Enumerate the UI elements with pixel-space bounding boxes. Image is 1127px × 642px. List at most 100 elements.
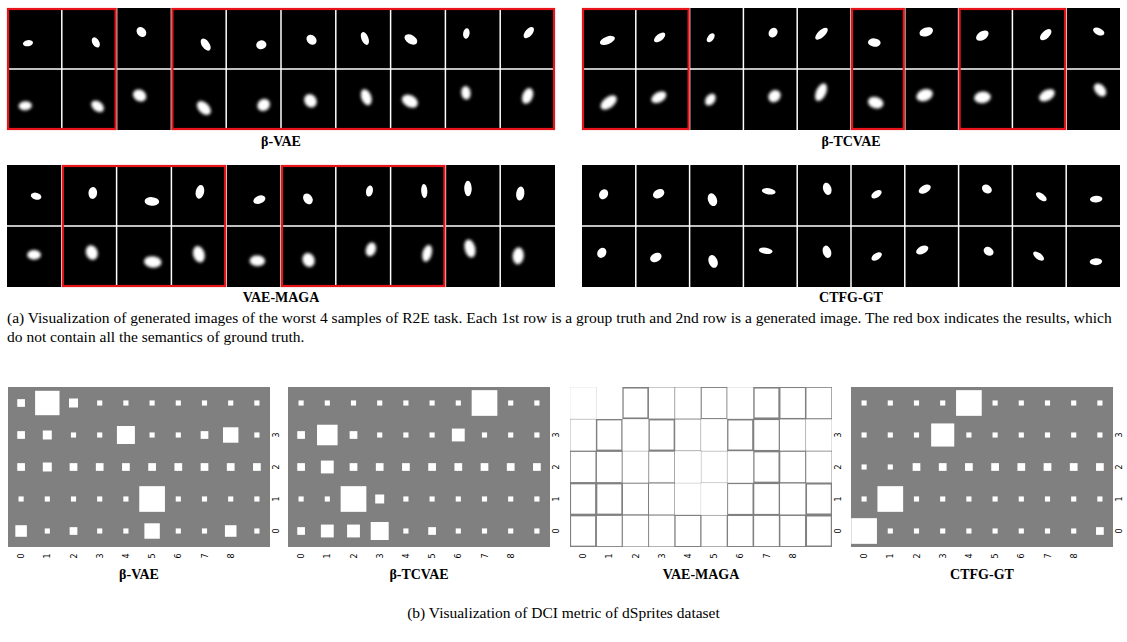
tick-label: 2 bbox=[272, 464, 281, 469]
generated-sprite bbox=[866, 95, 884, 110]
generated-sprite bbox=[460, 86, 471, 101]
panel-label: VAE-MAGA bbox=[243, 290, 320, 306]
hinton-square bbox=[376, 463, 384, 471]
tick-label: 7 bbox=[762, 553, 771, 558]
hinton-square bbox=[253, 463, 261, 471]
hinton-square bbox=[597, 452, 622, 482]
tick-label: 5 bbox=[991, 553, 1000, 558]
red-box bbox=[63, 166, 225, 286]
tick-label: 0 bbox=[834, 528, 843, 533]
hinton-square bbox=[375, 495, 384, 504]
generated-sprite bbox=[400, 92, 421, 111]
tick-label: 0 bbox=[579, 553, 588, 558]
tick-label: 0 bbox=[17, 553, 26, 558]
hinton-square bbox=[702, 388, 727, 418]
sprite bbox=[917, 183, 932, 196]
tick-label: 0 bbox=[860, 553, 869, 558]
tick-label: 7 bbox=[200, 553, 209, 558]
tick-label: 7 bbox=[480, 553, 489, 558]
hinton-square bbox=[956, 390, 982, 416]
hinton-square bbox=[403, 528, 408, 533]
hinton-square bbox=[377, 400, 382, 405]
hinton-square bbox=[701, 419, 727, 451]
tick-label: 6 bbox=[174, 553, 183, 558]
hinton-square bbox=[571, 484, 595, 513]
sprite bbox=[705, 32, 716, 44]
hinton-square bbox=[940, 496, 945, 501]
tick-label: 6 bbox=[736, 553, 745, 558]
hinton-square bbox=[430, 432, 435, 437]
panel-label: β-TCVAE bbox=[389, 567, 448, 583]
sprite bbox=[403, 32, 420, 47]
red-box bbox=[852, 9, 904, 129]
tick-label: 0 bbox=[272, 528, 281, 533]
hinton-square bbox=[144, 523, 159, 538]
hinton-square bbox=[71, 496, 76, 501]
sprite bbox=[868, 38, 881, 47]
hinton-square bbox=[650, 420, 674, 449]
hinton-square bbox=[780, 452, 805, 482]
hinton-square bbox=[1096, 527, 1104, 535]
hinton-square bbox=[96, 463, 104, 471]
hinton-square bbox=[727, 451, 753, 483]
panel-label: CTFG-GT bbox=[950, 567, 1014, 583]
sprite bbox=[462, 28, 470, 39]
hinton-square bbox=[201, 463, 209, 471]
sprite bbox=[255, 39, 267, 50]
hinton-square bbox=[939, 463, 947, 471]
generated-sprite bbox=[255, 96, 273, 113]
hinton-square bbox=[123, 400, 128, 405]
hinton-square bbox=[1044, 463, 1052, 471]
hinton-square bbox=[993, 400, 998, 405]
sprite bbox=[1034, 190, 1048, 203]
hinton-square bbox=[228, 400, 233, 405]
tick-label: 0 bbox=[1115, 528, 1124, 533]
generated-sprite bbox=[143, 255, 162, 268]
hinton-square bbox=[225, 525, 237, 537]
hinton-square bbox=[780, 516, 805, 546]
hinton-square bbox=[649, 484, 674, 515]
generated-sprite bbox=[1092, 81, 1109, 99]
hinton-square bbox=[202, 528, 207, 533]
hinton-square bbox=[341, 486, 367, 512]
hinton-square bbox=[649, 452, 674, 483]
sprite bbox=[199, 37, 213, 53]
hinton-square bbox=[297, 527, 305, 535]
hinton-square bbox=[571, 516, 595, 545]
generated-sprite bbox=[766, 87, 783, 104]
generated-sprite bbox=[649, 89, 668, 106]
hinton-square bbox=[623, 484, 648, 515]
hinton-square bbox=[533, 463, 541, 471]
tick-label: 1 bbox=[605, 553, 614, 558]
tick-label: 2 bbox=[349, 553, 358, 558]
sprite bbox=[597, 188, 610, 202]
hinton-square bbox=[481, 463, 489, 471]
red-box bbox=[8, 9, 116, 129]
hinton-square bbox=[701, 483, 727, 515]
caption: (b) Visualization of DCI metric of dSpri… bbox=[0, 603, 1127, 622]
hinton-square bbox=[806, 452, 831, 483]
tick-label: 3 bbox=[1115, 432, 1124, 437]
sprite bbox=[821, 182, 833, 197]
red-box bbox=[172, 9, 554, 129]
tick-label: 1 bbox=[43, 553, 52, 558]
sprite bbox=[870, 188, 883, 200]
hinton-square bbox=[123, 496, 128, 501]
hinton-square bbox=[1097, 400, 1102, 405]
hinton-square bbox=[508, 432, 513, 437]
tick-label: 2 bbox=[834, 464, 843, 469]
tick-label: 2 bbox=[1115, 464, 1124, 469]
sprite bbox=[918, 25, 934, 38]
generated-sprite bbox=[191, 245, 207, 264]
caption: (a) Visualization of generated images of… bbox=[7, 308, 1119, 346]
hinton-square bbox=[597, 484, 621, 513]
hinton-square bbox=[321, 461, 334, 474]
hinton-square bbox=[45, 496, 50, 501]
tick-label: 3 bbox=[552, 432, 561, 437]
tick-label: 0 bbox=[297, 553, 306, 558]
hinton-square bbox=[371, 522, 389, 540]
hinton-square bbox=[454, 463, 462, 471]
hinton-square bbox=[377, 432, 382, 437]
grid-ground bbox=[7, 165, 555, 287]
hinton-square bbox=[1045, 432, 1050, 437]
